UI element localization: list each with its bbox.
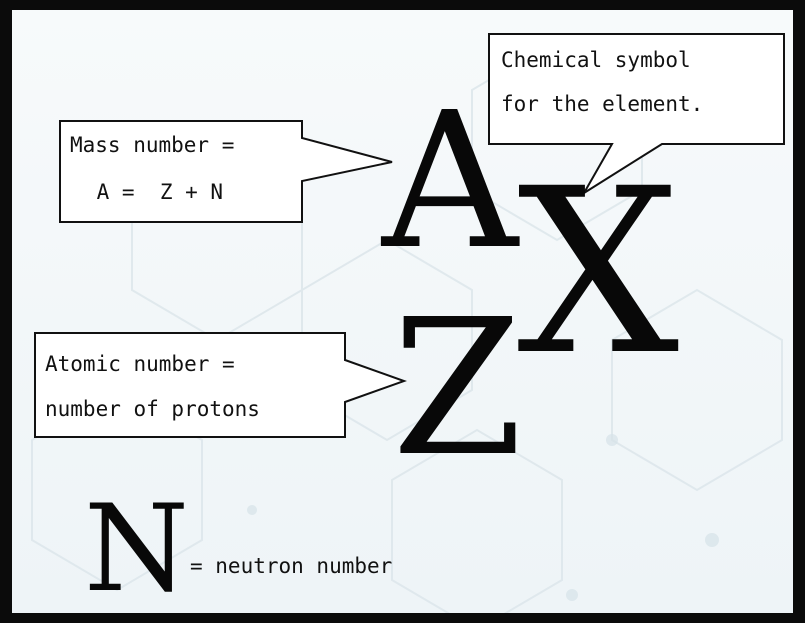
atomic-number-symbol: Z xyxy=(392,279,523,498)
neutron-symbol: N xyxy=(84,480,189,613)
mass-callout-line1: Mass number = xyxy=(70,133,235,157)
atomic-callout-line1: Atomic number = xyxy=(45,352,235,376)
element-callout-box xyxy=(488,33,785,194)
callout-shapes xyxy=(34,33,785,438)
element-symbol: X xyxy=(517,139,680,405)
element-callout-line1: Chemical symbol xyxy=(501,48,691,72)
atomic-callout-box xyxy=(34,332,407,438)
mass-number-symbol: A xyxy=(382,72,518,291)
atomic-callout-line2: number of protons xyxy=(45,397,260,421)
mass-callout-line2: A = Z + N xyxy=(84,180,224,204)
mass-callout-box xyxy=(59,120,393,223)
element-callout-line2: for the element. xyxy=(501,92,704,116)
diagram-canvas: A X Z N Mass number = A = Z + N Chemical… xyxy=(12,10,793,613)
neutron-label: = neutron number xyxy=(190,554,393,578)
